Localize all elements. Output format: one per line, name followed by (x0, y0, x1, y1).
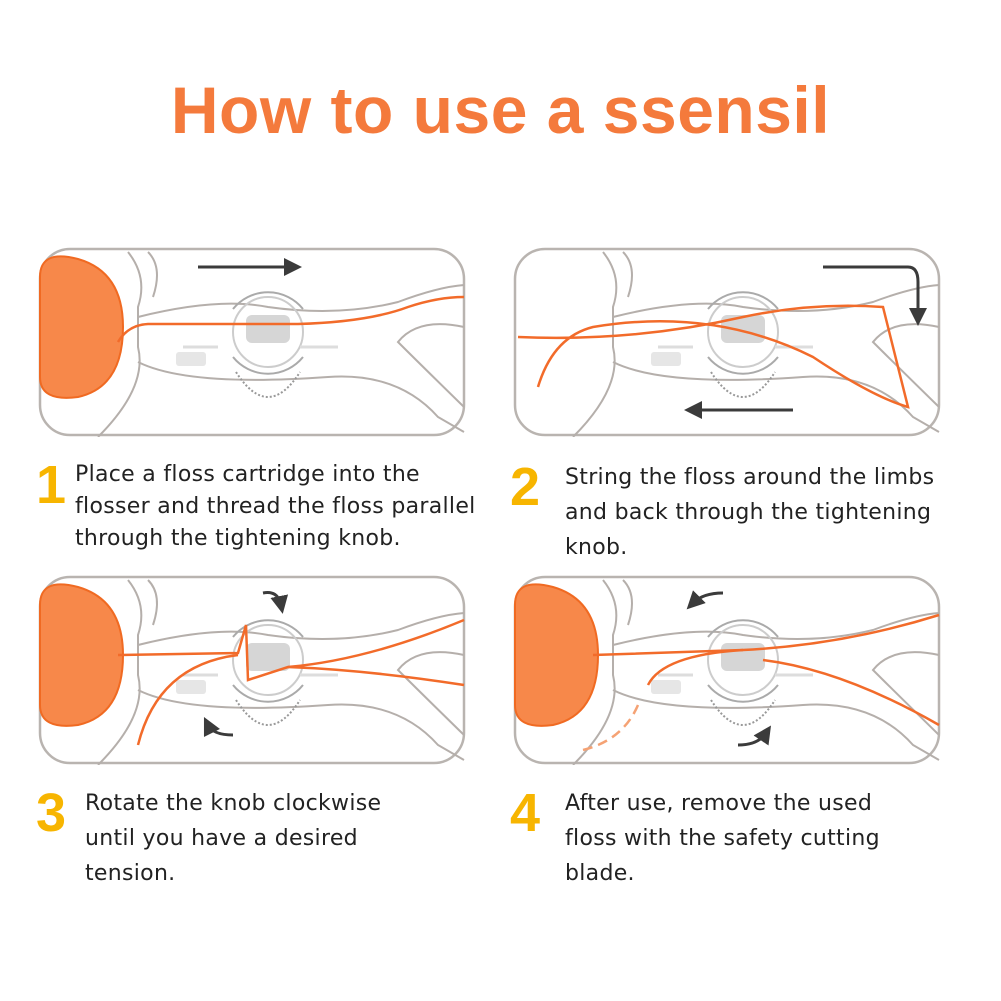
text-line: blade. (565, 861, 635, 886)
step-number: 1 (36, 455, 67, 515)
text-line: through the tightening knob. (75, 526, 401, 551)
step-number: 2 (510, 457, 541, 517)
arrow-curve-down-icon (823, 265, 927, 326)
floss-line (117, 618, 465, 682)
text-line: flosser and thread the floss parallel (75, 494, 476, 519)
text-line: knob. (565, 535, 628, 560)
step-3-description: Rotate the knob clockwise until you have… (85, 786, 381, 891)
rotate-counterclockwise-icon (737, 725, 771, 747)
step-4-description: After use, remove the used floss with th… (565, 786, 880, 891)
step-1-description: Place a floss cartridge into the flosser… (75, 459, 476, 555)
text-line: Rotate the knob clockwise (85, 791, 382, 816)
text-line: until you have a desired (85, 826, 358, 851)
text-line: After use, remove the used (565, 791, 873, 816)
floss-line (592, 613, 940, 657)
step-3-illustration (38, 575, 466, 765)
step-2-description: String the floss around the limbs and ba… (565, 460, 934, 565)
text-line: String the floss around the limbs (565, 465, 935, 490)
step-number: 3 (36, 783, 67, 843)
floss-line (517, 304, 910, 409)
text-line: and back through the tightening (565, 500, 932, 525)
page-title: How to use a ssensil (170, 73, 831, 147)
step-2-illustration (513, 247, 941, 437)
rotate-counterclockwise-icon (686, 590, 724, 610)
step-number: 4 (510, 783, 541, 843)
text-line: floss with the safety cutting (565, 826, 880, 851)
step-1-illustration (38, 247, 466, 437)
floss-line (116, 295, 465, 343)
rotate-clockwise-icon (203, 716, 234, 738)
text-line: Place a floss cartridge into the (75, 462, 420, 487)
rotate-clockwise-icon (262, 591, 289, 614)
text-line: tension. (85, 861, 176, 886)
step-4-illustration (513, 575, 941, 765)
